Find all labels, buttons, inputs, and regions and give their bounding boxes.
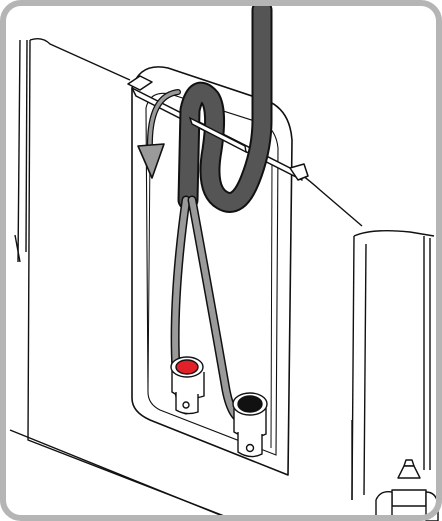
- support-bar-front: [188, 116, 247, 154]
- curved-arrow-icon: [137, 89, 181, 179]
- black-connector: [232, 392, 268, 458]
- right-side-panel: [351, 229, 435, 501]
- valve-fitting: [375, 459, 439, 521]
- power-cable: [177, 0, 273, 213]
- red-connector: [170, 356, 205, 415]
